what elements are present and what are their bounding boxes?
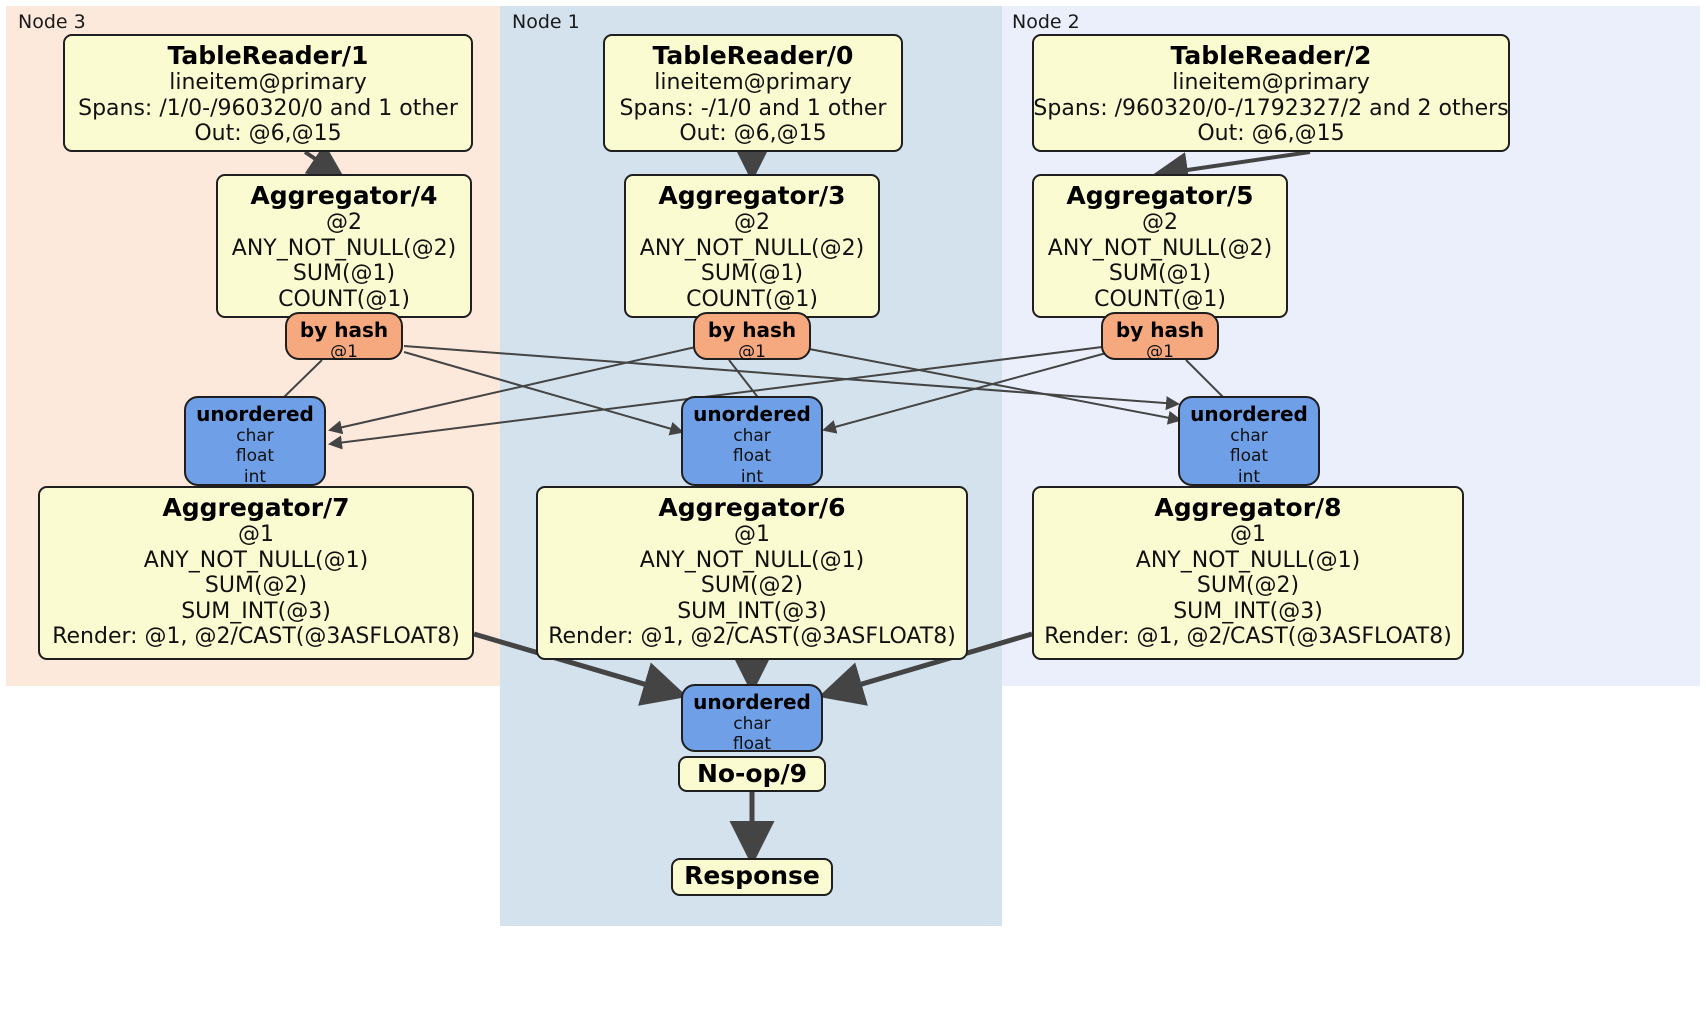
router-by-hash-node2[interactable]: by hash @1 xyxy=(1101,312,1219,362)
node-label-node2: Node 2 xyxy=(1012,11,1080,33)
router-type-float: float xyxy=(732,734,772,755)
processor-response[interactable]: Response xyxy=(671,858,833,896)
processor-detail-agg3: COUNT(@1) xyxy=(686,286,818,312)
router-unordered-node1[interactable]: unordered char float int xyxy=(681,396,823,487)
router-title: unordered xyxy=(1190,402,1308,426)
processor-detail-spans: Spans: /960320/0-/1792327/2 and 2 others xyxy=(1033,95,1509,121)
processor-detail-agg1: ANY_NOT_NULL(@1) xyxy=(143,547,369,573)
processor-detail-render: Render: @1, @2/CAST(@3ASFLOAT8) xyxy=(1044,624,1452,650)
processor-title: TableReader/0 xyxy=(652,41,854,70)
processor-detail-out: Out: @6,@15 xyxy=(194,121,342,147)
processor-title: Aggregator/5 xyxy=(1066,181,1254,210)
processor-title: No-op/9 xyxy=(696,759,808,788)
processor-tablereader-1[interactable]: TableReader/1 lineitem@primary Spans: /1… xyxy=(63,34,473,152)
processor-detail-render: Render: @1, @2/CAST(@3ASFLOAT8) xyxy=(52,624,460,650)
processor-title: Aggregator/7 xyxy=(162,493,350,522)
processor-detail-agg1: ANY_NOT_NULL(@2) xyxy=(1047,235,1273,261)
router-title: by hash xyxy=(1115,318,1205,342)
router-type-char: char xyxy=(733,426,771,446)
router-unordered-final[interactable]: unordered char float xyxy=(681,684,823,755)
router-title: by hash xyxy=(707,318,797,342)
processor-detail-agg3: COUNT(@1) xyxy=(1094,286,1226,312)
router-unordered-node2[interactable]: unordered char float int xyxy=(1178,396,1320,487)
processor-detail-table: lineitem@primary xyxy=(1172,70,1370,95)
processor-aggregator-8[interactable]: Aggregator/8 @1 ANY_NOT_NULL(@1) SUM(@2)… xyxy=(1032,486,1464,660)
processor-aggregator-6[interactable]: Aggregator/6 @1 ANY_NOT_NULL(@1) SUM(@2)… xyxy=(536,486,968,660)
router-column: @1 xyxy=(738,342,766,362)
router-type-int: int xyxy=(1237,466,1261,487)
processor-detail-groupcol: @1 xyxy=(734,522,770,547)
processor-detail-agg3: SUM_INT(@3) xyxy=(1173,598,1323,624)
router-column: @1 xyxy=(330,342,358,362)
router-title: unordered xyxy=(693,690,811,714)
processor-title: Aggregator/8 xyxy=(1154,493,1342,522)
router-title: unordered xyxy=(693,402,811,426)
router-title: by hash xyxy=(299,318,389,342)
processor-detail-render: Render: @1, @2/CAST(@3ASFLOAT8) xyxy=(548,624,956,650)
processor-aggregator-5[interactable]: Aggregator/5 @2 ANY_NOT_NULL(@2) SUM(@1)… xyxy=(1032,174,1288,318)
router-type-char: char xyxy=(236,426,274,446)
processor-detail-groupcol: @1 xyxy=(238,522,274,547)
processor-detail-spans: Spans: -/1/0 and 1 other xyxy=(619,95,887,121)
processor-detail-table: lineitem@primary xyxy=(654,70,852,95)
processor-detail-groupcol: @2 xyxy=(734,210,770,235)
processor-detail-agg3: SUM_INT(@3) xyxy=(181,598,331,624)
router-type-int: int xyxy=(243,466,267,487)
processor-aggregator-4[interactable]: Aggregator/4 @2 ANY_NOT_NULL(@2) SUM(@1)… xyxy=(216,174,472,318)
processor-detail-agg1: ANY_NOT_NULL(@2) xyxy=(231,235,457,261)
processor-detail-agg2: SUM(@2) xyxy=(204,573,308,599)
router-type-char: char xyxy=(733,714,771,734)
router-type-float: float xyxy=(1229,446,1269,467)
node-label-node3: Node 3 xyxy=(18,11,86,33)
router-column: @1 xyxy=(1146,342,1174,362)
processor-detail-out: Out: @6,@15 xyxy=(679,121,827,147)
processor-detail-agg1: ANY_NOT_NULL(@2) xyxy=(639,235,865,261)
processor-tablereader-2[interactable]: TableReader/2 lineitem@primary Spans: /9… xyxy=(1032,34,1510,152)
processor-detail-agg2: SUM(@1) xyxy=(700,261,804,287)
node-label-node1: Node 1 xyxy=(512,11,580,33)
processor-detail-groupcol: @1 xyxy=(1230,522,1266,547)
processor-title: TableReader/2 xyxy=(1170,41,1372,70)
processor-noop-9[interactable]: No-op/9 xyxy=(678,756,826,792)
router-type-float: float xyxy=(732,446,772,467)
processor-detail-agg2: SUM(@2) xyxy=(1196,573,1300,599)
processor-detail-agg1: ANY_NOT_NULL(@1) xyxy=(639,547,865,573)
processor-title: Aggregator/3 xyxy=(658,181,846,210)
processor-aggregator-3[interactable]: Aggregator/3 @2 ANY_NOT_NULL(@2) SUM(@1)… xyxy=(624,174,880,318)
processor-detail-groupcol: @2 xyxy=(326,210,362,235)
processor-title: TableReader/1 xyxy=(167,41,369,70)
processor-detail-table: lineitem@primary xyxy=(169,70,367,95)
router-by-hash-node1[interactable]: by hash @1 xyxy=(693,312,811,362)
router-unordered-node3[interactable]: unordered char float int xyxy=(184,396,326,487)
processor-detail-agg2: SUM(@2) xyxy=(700,573,804,599)
processor-detail-spans: Spans: /1/0-/960320/0 and 1 other xyxy=(78,95,458,121)
router-title: unordered xyxy=(196,402,314,426)
processor-detail-agg3: SUM_INT(@3) xyxy=(677,598,827,624)
processor-detail-groupcol: @2 xyxy=(1142,210,1178,235)
processor-detail-agg1: ANY_NOT_NULL(@1) xyxy=(1135,547,1361,573)
processor-title: Aggregator/6 xyxy=(658,493,846,522)
processor-detail-out: Out: @6,@15 xyxy=(1197,121,1345,147)
processor-detail-agg3: COUNT(@1) xyxy=(278,286,410,312)
processor-title: Aggregator/4 xyxy=(250,181,438,210)
processor-detail-agg2: SUM(@1) xyxy=(1108,261,1212,287)
router-type-int: int xyxy=(740,466,764,487)
processor-title: Response xyxy=(684,861,820,890)
router-type-char: char xyxy=(1230,426,1268,446)
processor-detail-agg2: SUM(@1) xyxy=(292,261,396,287)
processor-tablereader-0[interactable]: TableReader/0 lineitem@primary Spans: -/… xyxy=(603,34,903,152)
router-by-hash-node3[interactable]: by hash @1 xyxy=(285,312,403,362)
router-type-float: float xyxy=(235,446,275,467)
processor-aggregator-7[interactable]: Aggregator/7 @1 ANY_NOT_NULL(@1) SUM(@2)… xyxy=(38,486,474,660)
